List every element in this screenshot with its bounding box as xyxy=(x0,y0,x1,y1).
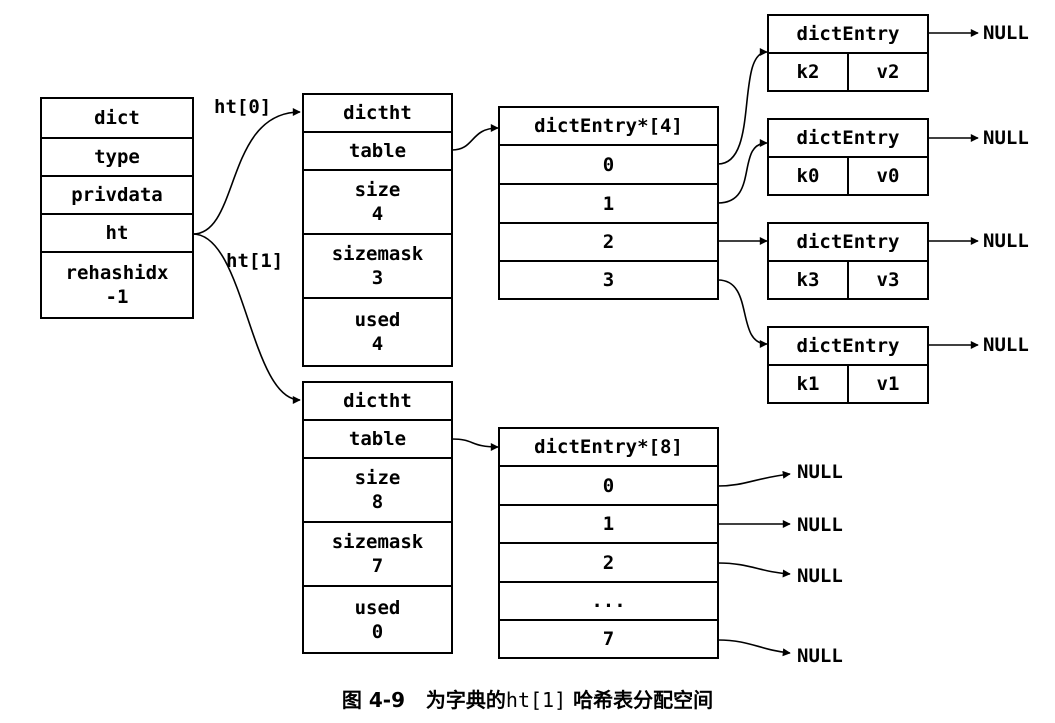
dict-title: dict xyxy=(42,99,192,139)
arrow-slot3 xyxy=(717,279,768,348)
arrow-table1 xyxy=(451,438,499,451)
dict-entry-value: v2 xyxy=(876,61,900,83)
array-0-slot: 1 xyxy=(500,185,717,224)
figure-caption: 图 4-9 为字典的ht[1] 哈希表分配空间 xyxy=(0,684,1055,713)
dict-entry-array-4: dictEntry*[4] 0 1 2 3 xyxy=(498,106,719,300)
dict-entry-k1: dictEntry k1 v1 xyxy=(767,326,929,404)
arrow-slot1 xyxy=(717,139,768,204)
arrow-table0 xyxy=(451,124,499,151)
dict-entry-k2: dictEntry k2 v2 xyxy=(767,14,929,92)
dict-entry-title: dictEntry xyxy=(769,120,927,158)
array-1-slot: 1 xyxy=(500,506,717,544)
dict-entry-key: k1 xyxy=(769,366,849,402)
dict-entry-value: v0 xyxy=(876,165,900,187)
caption-text-post: 哈希表分配空间 xyxy=(573,688,714,712)
array-0-slot: 0 xyxy=(500,146,717,185)
arrow-a1-slot7-null xyxy=(717,639,791,657)
dict-entry-value: v1 xyxy=(876,373,900,395)
dict-entry-value: v3 xyxy=(876,269,900,291)
dict-entry-title: dictEntry xyxy=(769,16,927,54)
dict-entry-k3: dictEntry k3 v3 xyxy=(767,222,929,300)
arrow-a1-slot2-null xyxy=(717,562,791,578)
caption-text-pre: 为字典的 xyxy=(425,688,506,712)
null-label: NULL xyxy=(983,22,1029,44)
array-1-title: dictEntry*[8] xyxy=(500,429,717,467)
dict-entry-k0: dictEntry k0 v0 xyxy=(767,118,929,196)
null-label: NULL xyxy=(983,127,1029,149)
array-0-slot: 2 xyxy=(500,224,717,262)
array-1-slot: 0 xyxy=(500,467,717,506)
dict-entry-key: k2 xyxy=(769,54,849,90)
dict-field-rehashidx: rehashidx-1 xyxy=(65,262,169,308)
dictht-0-title: dictht xyxy=(304,95,451,133)
arrow-slot0 xyxy=(717,48,768,165)
dict-field-type: type xyxy=(42,139,192,177)
array-0-title: dictEntry*[4] xyxy=(500,108,717,146)
null-label: NULL xyxy=(797,514,843,536)
null-label: NULL xyxy=(983,334,1029,356)
dict-struct: dict type privdata ht rehashidx-1 xyxy=(40,97,194,319)
arrow-ht0 xyxy=(192,108,301,235)
dict-field-privdata: privdata xyxy=(42,177,192,215)
array-0-slot: 3 xyxy=(602,269,615,291)
null-label: NULL xyxy=(797,645,843,667)
null-label: NULL xyxy=(983,230,1029,252)
label-ht0: ht[0] xyxy=(214,96,272,118)
array-1-slot: ... xyxy=(500,583,717,621)
figure-number: 图 4-9 xyxy=(341,688,406,712)
dict-entry-array-8: dictEntry*[8] 0 1 2 ... 7 xyxy=(498,427,719,659)
dictht-1-title: dictht xyxy=(304,383,451,421)
null-label: NULL xyxy=(797,565,843,587)
dict-entry-title: dictEntry xyxy=(769,224,927,262)
null-label: NULL xyxy=(797,461,843,483)
array-1-slot: 2 xyxy=(500,544,717,583)
arrow-a1-slot0-null xyxy=(717,470,791,487)
array-1-slot: 7 xyxy=(602,628,615,650)
label-ht1: ht[1] xyxy=(226,250,284,272)
dictht-0-table: table xyxy=(304,133,451,171)
dict-entry-title: dictEntry xyxy=(769,328,927,366)
dict-field-ht: ht xyxy=(42,215,192,253)
dict-entry-key: k3 xyxy=(769,262,849,298)
caption-code: ht[1] xyxy=(505,688,567,712)
dict-entry-key: k0 xyxy=(769,158,849,194)
dictht-1-table: table xyxy=(304,421,451,459)
